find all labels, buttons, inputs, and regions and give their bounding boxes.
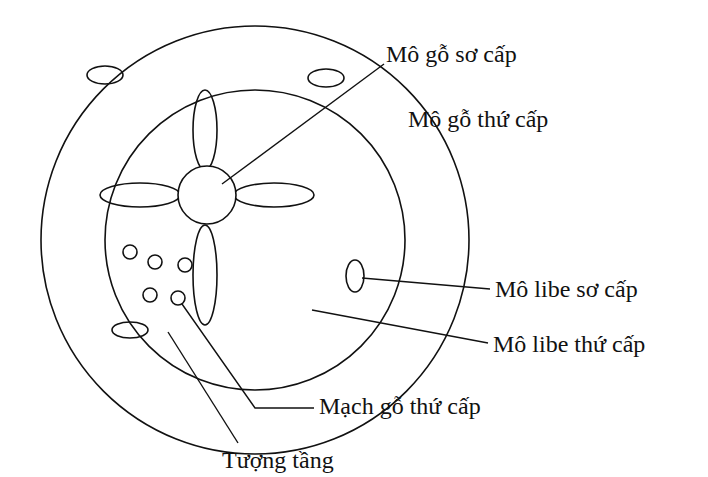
primary-phloem xyxy=(87,66,123,84)
secondary-vessel xyxy=(171,291,185,305)
secondary-vessel xyxy=(123,245,137,259)
leader-line xyxy=(182,304,314,408)
part-label: Mô gỗ sơ cấp xyxy=(386,41,517,67)
inner-ring xyxy=(105,90,405,390)
part-label: Mạch gỗ thứ cấp xyxy=(319,393,481,419)
secondary-vessel xyxy=(143,288,157,302)
primary-phloem xyxy=(308,69,344,87)
xylem-arm xyxy=(100,183,180,207)
part-label: Mô libe sơ cấp xyxy=(495,276,638,302)
primary-xylem xyxy=(178,166,236,224)
xylem-arm xyxy=(193,225,217,325)
xylem-arm xyxy=(193,90,217,170)
part-label: Tượng tầng xyxy=(222,447,334,473)
xylem-arm xyxy=(234,183,314,207)
part-label: Mô libe thứ cấp xyxy=(493,331,645,357)
secondary-vessel xyxy=(148,255,162,269)
outer-ring xyxy=(41,26,469,454)
leader-line xyxy=(312,310,488,343)
part-label: Mô gỗ thứ cấp xyxy=(408,106,548,132)
leader-line xyxy=(168,332,238,443)
leader-line xyxy=(222,64,384,184)
secondary-vessel xyxy=(178,258,192,272)
leader-line xyxy=(362,278,490,289)
primary-phloem xyxy=(112,322,148,338)
primary-phloem xyxy=(346,260,364,292)
